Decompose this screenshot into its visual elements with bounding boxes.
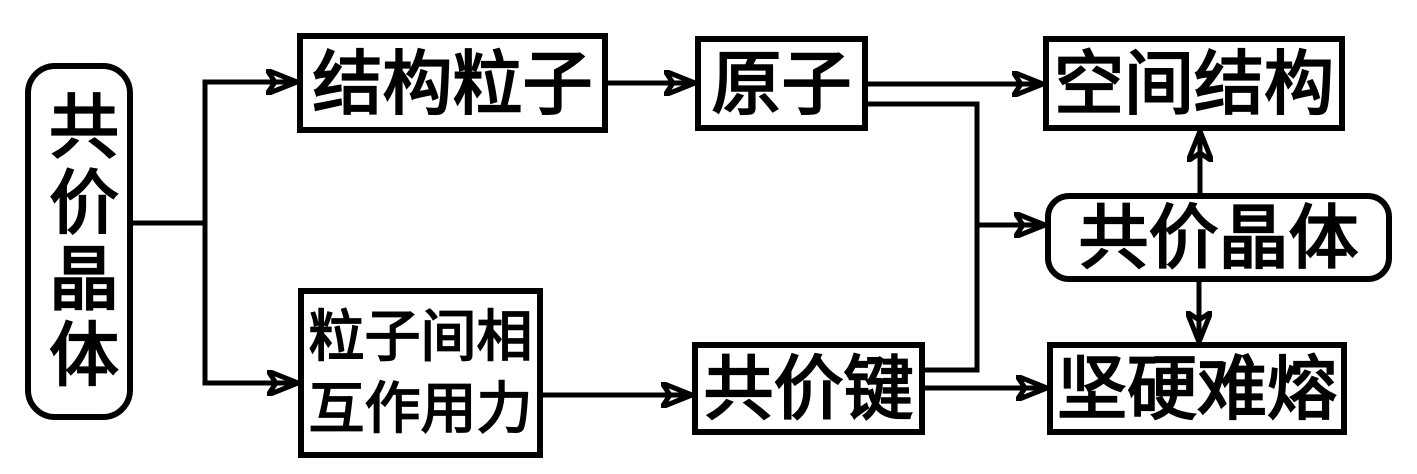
node-covalent-crystal: 共价晶体 xyxy=(1045,193,1392,282)
node-covalent-bond-label: 共价键 xyxy=(703,347,914,430)
node-covalent-crystal-label: 共价晶体 xyxy=(1078,196,1359,279)
node-hard-refractory-label: 坚硬难熔 xyxy=(1057,347,1337,430)
edge-atom-and-bond-junction xyxy=(868,101,980,373)
node-spatial-structure-label: 空间结构 xyxy=(1054,42,1334,125)
node-atom-label: 原子 xyxy=(711,42,852,125)
node-structural-particles-label: 结构粒子 xyxy=(312,41,593,125)
node-structural-particles: 结构粒子 xyxy=(297,33,608,133)
node-interaction-force-line2: 互作用力 xyxy=(308,376,533,442)
node-atom: 原子 xyxy=(695,36,868,131)
node-hard-refractory: 坚硬难熔 xyxy=(1047,342,1347,435)
node-spatial-structure: 空间结构 xyxy=(1043,36,1345,131)
node-covalent-crystal-root-label: 共价晶体 xyxy=(37,89,121,394)
node-interaction-force: 粒子间相 互作用力 xyxy=(298,288,543,458)
node-covalent-crystal-root: 共价晶体 xyxy=(25,63,133,420)
node-covalent-bond: 共价键 xyxy=(692,342,925,435)
node-interaction-force-line1: 粒子间相 xyxy=(308,304,533,370)
